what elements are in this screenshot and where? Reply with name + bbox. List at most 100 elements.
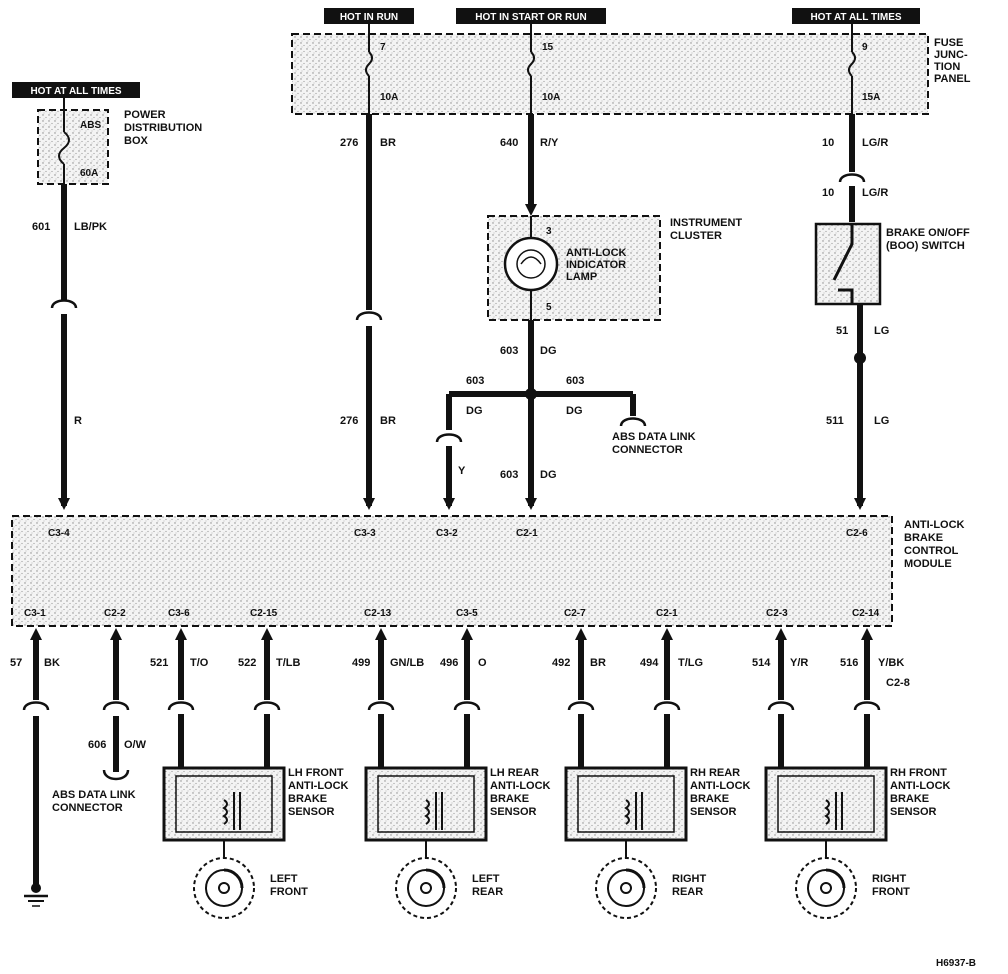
svg-text:C2-3: C2-3 (766, 608, 788, 619)
svg-text:HOT AT ALL TIMES: HOT AT ALL TIMES (810, 12, 901, 23)
instrument-cluster: 3 5 ANTI-LOCK INDICATOR LAMP INSTRUMENT … (487, 215, 742, 321)
svg-text:15: 15 (542, 42, 554, 53)
svg-text:C2-14: C2-14 (852, 608, 880, 619)
svg-text:640: 640 (500, 137, 518, 149)
svg-text:606: 606 (88, 739, 106, 751)
svg-text:RH FRONT: RH FRONT (890, 767, 947, 779)
sensor-rh-front: RH FRONT ANTI-LOCK BRAKE SENSOR (764, 766, 951, 842)
svg-text:ABS DATA LINK: ABS DATA LINK (612, 431, 696, 443)
svg-text:494: 494 (640, 657, 659, 669)
svg-text:499: 499 (352, 657, 370, 669)
svg-text:BRAKE: BRAKE (904, 532, 943, 544)
svg-text:BR: BR (380, 137, 396, 149)
svg-text:514: 514 (752, 657, 771, 669)
svg-text:LG/R: LG/R (862, 187, 888, 199)
svg-text:51: 51 (836, 325, 848, 337)
svg-text:POWER: POWER (124, 109, 166, 121)
svg-text:C3-6: C3-6 (168, 608, 190, 619)
svg-text:C3-2: C3-2 (436, 528, 458, 539)
svg-text:603: 603 (500, 345, 518, 357)
svg-text:603: 603 (566, 375, 584, 387)
svg-text:LG/R: LG/R (862, 137, 888, 149)
svg-text:ABS DATA LINK: ABS DATA LINK (52, 789, 136, 801)
svg-text:ANTI-LOCK: ANTI-LOCK (288, 780, 349, 792)
svg-text:57: 57 (10, 657, 22, 669)
svg-text:Y/BK: Y/BK (878, 657, 904, 669)
svg-text:DISTRIBUTION: DISTRIBUTION (124, 122, 202, 134)
figure-id: H6937-B (936, 958, 976, 969)
svg-text:JUNC-: JUNC- (934, 49, 968, 61)
svg-text:R: R (74, 415, 82, 427)
svg-text:LG: LG (874, 415, 889, 427)
svg-text:603: 603 (500, 469, 518, 481)
svg-text:INSTRUMENT: INSTRUMENT (670, 217, 742, 229)
svg-text:Y/R: Y/R (790, 657, 808, 669)
wheel-left-front-icon: LEFT FRONT (193, 840, 308, 919)
svg-text:RIGHT: RIGHT (672, 873, 707, 885)
wire-640: 640 R/Y (500, 114, 559, 216)
wheel-right-rear-icon: RIGHT REAR (595, 840, 707, 919)
svg-text:FRONT: FRONT (270, 886, 308, 898)
svg-text:276: 276 (340, 137, 358, 149)
svg-text:RH REAR: RH REAR (690, 767, 740, 779)
svg-text:BK: BK (44, 657, 60, 669)
svg-text:C3-5: C3-5 (456, 608, 478, 619)
svg-text:O/W: O/W (124, 739, 147, 751)
svg-text:LG: LG (874, 325, 889, 337)
svg-text:10: 10 (822, 137, 834, 149)
svg-text:ANTI-LOCK: ANTI-LOCK (890, 780, 951, 792)
svg-text:BR: BR (380, 415, 396, 427)
fuse-run-icon: 7 10A (365, 24, 398, 114)
svg-text:LEFT: LEFT (270, 873, 298, 885)
svg-text:C3-4: C3-4 (48, 528, 70, 539)
wire-521-522: 521 T/O 522 T/LB (150, 628, 300, 768)
svg-text:C2-7: C2-7 (564, 608, 586, 619)
svg-text:C2-6: C2-6 (846, 528, 868, 539)
svg-text:60A: 60A (80, 168, 98, 179)
svg-text:10A: 10A (542, 92, 560, 103)
svg-text:276: 276 (340, 415, 358, 427)
svg-text:HOT IN RUN: HOT IN RUN (340, 12, 398, 23)
svg-text:CONNECTOR: CONNECTOR (612, 444, 683, 456)
svg-text:ABS: ABS (80, 120, 101, 131)
svg-text:MODULE: MODULE (904, 558, 952, 570)
power-distribution-box: ABS 60A POWER DISTRIBUTION BOX (37, 98, 202, 185)
wire-603: 603 DG 603 DG 603 DG 603 DG Y (435, 320, 647, 510)
svg-text:O: O (478, 657, 487, 669)
svg-text:R/Y: R/Y (540, 137, 559, 149)
svg-text:SENSOR: SENSOR (690, 806, 737, 818)
svg-text:HOT AT ALL TIMES: HOT AT ALL TIMES (30, 86, 121, 97)
svg-text:SENSOR: SENSOR (288, 806, 335, 818)
svg-text:LEFT: LEFT (472, 873, 500, 885)
svg-text:C2-15: C2-15 (250, 608, 278, 619)
svg-text:T/LG: T/LG (678, 657, 703, 669)
svg-text:BRAKE: BRAKE (490, 793, 529, 805)
svg-text:BOX: BOX (124, 135, 149, 147)
svg-text:PANEL: PANEL (934, 73, 971, 85)
svg-text:BR: BR (590, 657, 606, 669)
svg-text:3: 3 (546, 226, 552, 237)
wheel-right-front-icon: RIGHT FRONT (795, 840, 910, 919)
wire-10: 10 LG/R 10 LG/R (822, 114, 888, 222)
svg-text:BRAKE: BRAKE (890, 793, 929, 805)
svg-text:ANTI-LOCK: ANTI-LOCK (690, 780, 751, 792)
svg-text:BRAKE ON/OFF: BRAKE ON/OFF (886, 227, 970, 239)
svg-text:C2-1: C2-1 (656, 608, 678, 619)
abs-data-link-connector-top: ABS DATA LINK CONNECTOR (612, 431, 696, 456)
svg-text:C2-2: C2-2 (104, 608, 126, 619)
fuse-all-times-icon: 9 15A (848, 24, 880, 114)
svg-text:CONNECTOR: CONNECTOR (52, 802, 123, 814)
svg-text:C2-8: C2-8 (886, 677, 910, 689)
wire-606: 606 O/W (88, 628, 147, 781)
svg-text:521: 521 (150, 657, 168, 669)
svg-text:ANTI-LOCK: ANTI-LOCK (904, 519, 965, 531)
svg-text:BRAKE: BRAKE (690, 793, 729, 805)
svg-text:15A: 15A (862, 92, 880, 103)
svg-text:7: 7 (380, 42, 386, 53)
svg-text:SENSOR: SENSOR (490, 806, 537, 818)
banner-hot-in-run: HOT IN RUN (324, 8, 414, 24)
svg-text:T/LB: T/LB (276, 657, 300, 669)
banner-hot-at-all-times-right: HOT AT ALL TIMES (792, 8, 920, 24)
wire-276: 276 BR 276 BR (340, 114, 396, 510)
